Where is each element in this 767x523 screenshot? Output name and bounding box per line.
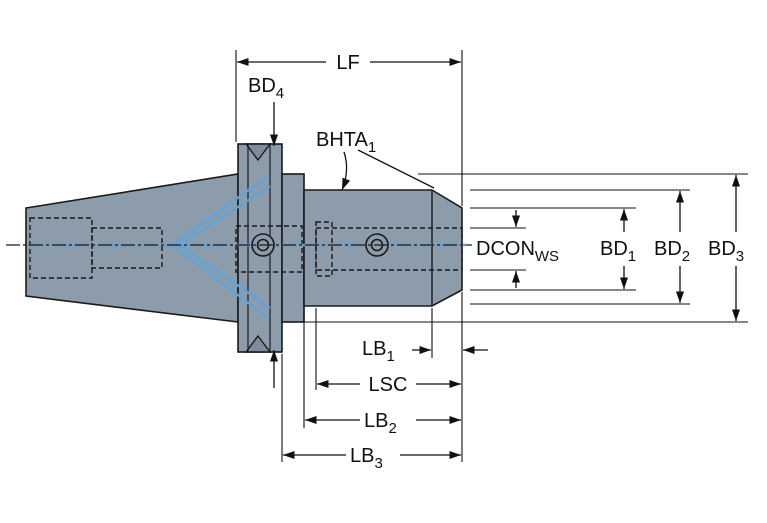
lb2-label: LB2 [364, 410, 397, 437]
coolant-branch-lower-2 [179, 244, 271, 309]
dcon-label: DCONWS [476, 238, 559, 265]
flange-bore-hidden [235, 225, 303, 273]
lf-label: LF [336, 52, 359, 74]
lb3-label: LB3 [350, 445, 383, 472]
bd3-label: BD3 [708, 238, 744, 265]
bd4-label: BD4 [248, 75, 284, 102]
v-groove [244, 143, 272, 353]
lsc-label: LSC [369, 374, 408, 396]
bhta1-angle-arc [341, 151, 351, 191]
collet-step-hidden [315, 221, 333, 277]
coolant-branch-lower [171, 244, 269, 319]
collar [281, 173, 305, 323]
taper-shank [25, 173, 239, 323]
bd2-label: BD2 [654, 238, 690, 265]
tool-body [25, 143, 463, 353]
dimensions [235, 50, 748, 462]
coolant-branch-upper-2 [179, 184, 271, 247]
coolant-branch-upper [171, 175, 269, 246]
dimension-labels: LF BD4 BHTA1 DCONWS BD1 BD2 BD3 LB1 LSC … [248, 52, 744, 472]
bd1-label: BD1 [600, 238, 636, 265]
shank-bore-hidden-inner [91, 227, 163, 269]
lb1-label: LB1 [362, 338, 395, 365]
hidden-lines [29, 217, 463, 279]
bhta1-leader [357, 149, 435, 189]
bhta1-label: BHTA1 [316, 129, 376, 156]
